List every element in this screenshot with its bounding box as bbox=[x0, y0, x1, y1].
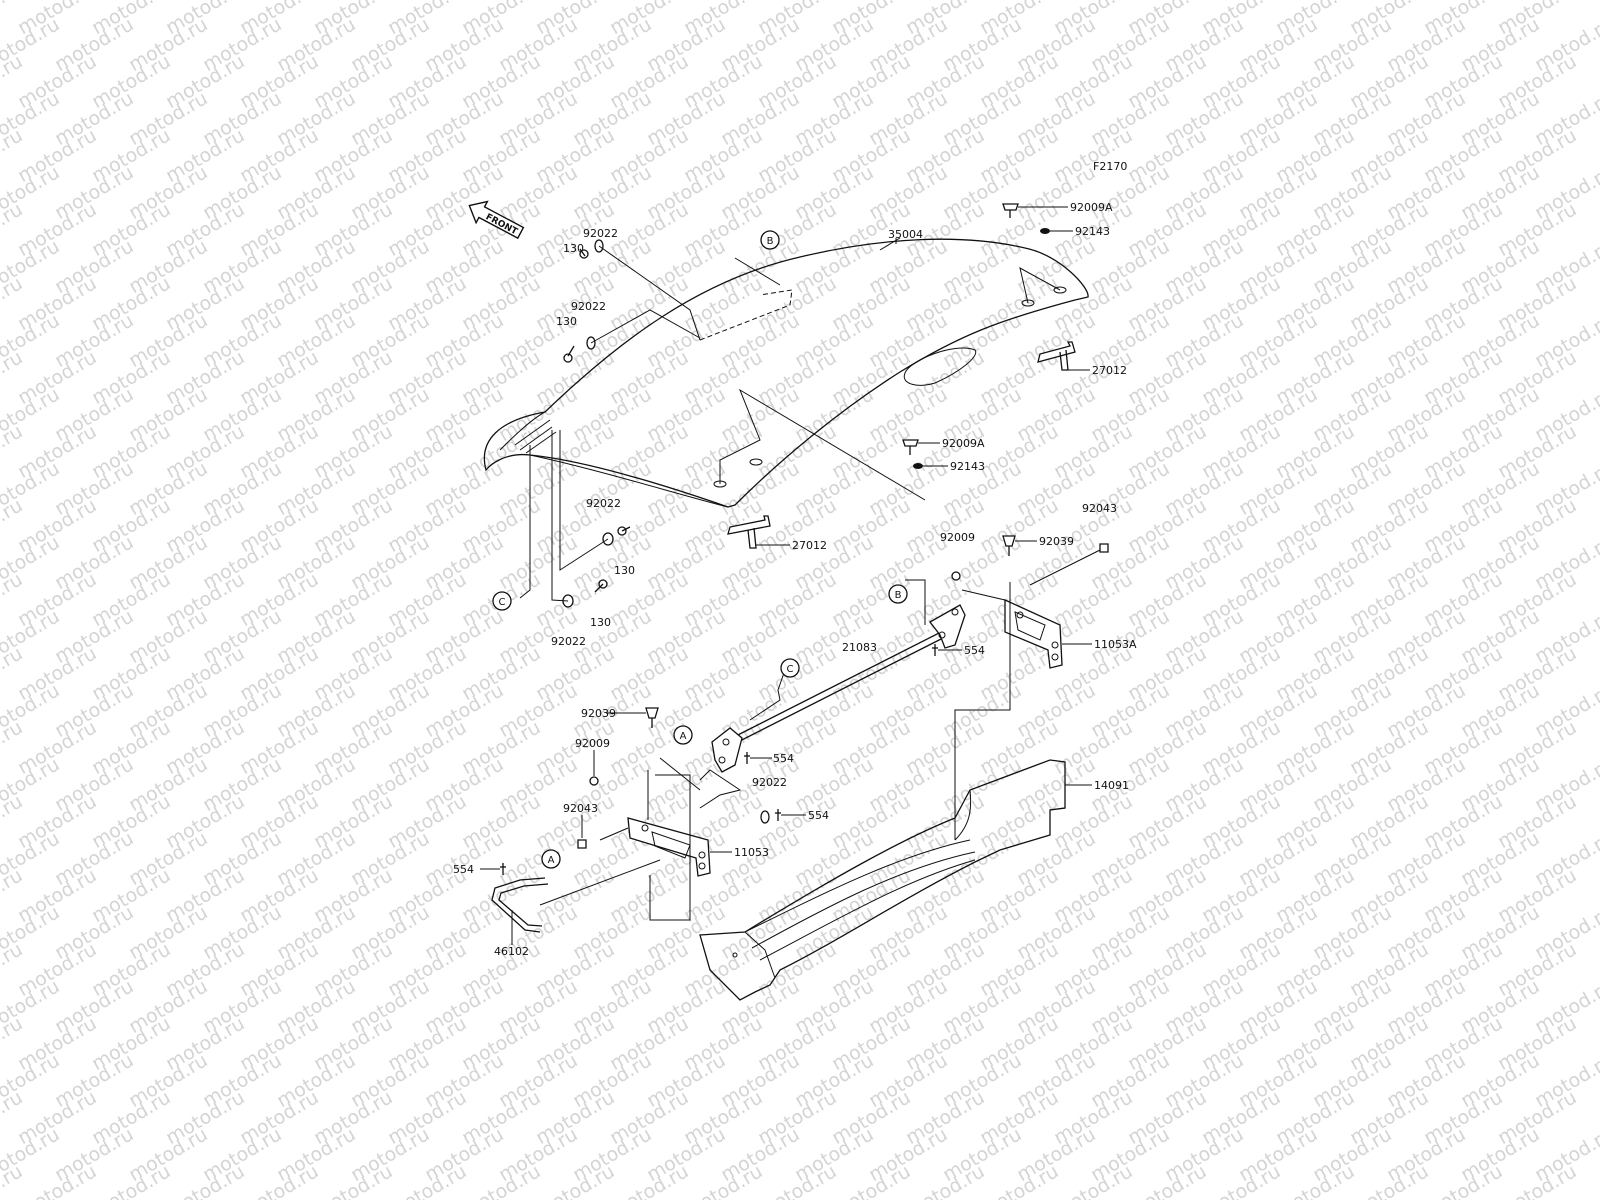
roof-panel bbox=[483, 238, 1089, 508]
cotter-pin-554-right bbox=[932, 644, 938, 656]
label-130-c: 130 bbox=[614, 564, 635, 577]
label-35004: 35004 bbox=[888, 228, 923, 241]
label-27012-left: 27012 bbox=[792, 539, 827, 552]
svg-text:B: B bbox=[767, 236, 774, 247]
label-554-lower: 554 bbox=[808, 809, 829, 822]
bolt-92009-right bbox=[951, 571, 961, 581]
label-92039-right: 92039 bbox=[1039, 535, 1074, 548]
cover-14091 bbox=[699, 759, 1066, 1001]
label-554-right: 554 bbox=[964, 644, 985, 657]
label-92009-left: 92009 bbox=[575, 737, 610, 750]
label-46102: 46102 bbox=[494, 945, 529, 958]
label-92009a-upper: 92009A bbox=[1070, 201, 1113, 214]
figure-code: F2170 bbox=[1093, 160, 1127, 173]
label-11053: 11053 bbox=[734, 846, 769, 859]
washer-92022-e bbox=[760, 810, 770, 824]
label-92143-lower: 92143 bbox=[950, 460, 985, 473]
washer-92143-upper bbox=[1040, 228, 1050, 234]
label-92022-d: 92022 bbox=[551, 635, 586, 648]
svg-text:A: A bbox=[680, 731, 687, 742]
svg-text:C: C bbox=[499, 597, 506, 608]
bracket-27012-left bbox=[727, 515, 771, 549]
label-130-b: 130 bbox=[556, 315, 577, 328]
front-arrow-icon: FRONT bbox=[468, 200, 525, 240]
label-130-d: 130 bbox=[590, 616, 611, 629]
bracket-11053A bbox=[1004, 598, 1063, 669]
label-92039-left: 92039 bbox=[581, 707, 616, 720]
svg-text:B: B bbox=[895, 590, 902, 601]
ref-circle-b-top: B bbox=[760, 230, 780, 250]
svg-text:A: A bbox=[548, 855, 555, 866]
label-27012-right: 27012 bbox=[1092, 364, 1127, 377]
ref-circle-a-mid: A bbox=[673, 725, 693, 745]
bolt-130-b bbox=[563, 345, 575, 363]
screw-92009a-upper bbox=[1002, 203, 1019, 218]
cotter-pin-554-left bbox=[500, 863, 506, 875]
label-92022-e: 92022 bbox=[752, 776, 787, 789]
label-92022-c: 92022 bbox=[586, 497, 621, 510]
handle-46102 bbox=[491, 877, 549, 945]
svg-text:C: C bbox=[787, 664, 794, 675]
bolt-92043-right bbox=[1099, 543, 1109, 553]
label-92043-right: 92043 bbox=[1082, 502, 1117, 515]
screw-92009a-lower bbox=[902, 439, 919, 455]
cotter-pin-554-lower bbox=[775, 809, 781, 821]
bolt-130-c bbox=[617, 526, 631, 536]
ref-circle-c-left: C bbox=[492, 591, 512, 611]
part-labels: F2170 35004 92009A 92143 27012 92009A 92… bbox=[453, 160, 1137, 958]
label-92043-left: 92043 bbox=[563, 802, 598, 815]
label-92009a-lower: 92009A bbox=[942, 437, 985, 450]
washer-92143-lower bbox=[913, 463, 923, 469]
label-21083: 21083 bbox=[842, 641, 877, 654]
ref-circle-a-lower: A bbox=[541, 849, 561, 869]
clip-92039-right bbox=[1002, 535, 1016, 556]
bracket-11053 bbox=[627, 817, 711, 877]
bolt-92043-left bbox=[577, 839, 587, 849]
label-14091: 14091 bbox=[1094, 779, 1129, 792]
label-554-mid: 554 bbox=[773, 752, 794, 765]
bracket-27012-right bbox=[1037, 341, 1076, 371]
label-130-a: 130 bbox=[563, 242, 584, 255]
label-554-left: 554 bbox=[453, 863, 474, 876]
tube-21083 bbox=[711, 604, 966, 773]
bolt-92009-left bbox=[589, 776, 599, 786]
label-92009-right: 92009 bbox=[940, 531, 975, 544]
label-92143-upper: 92143 bbox=[1075, 225, 1110, 238]
ref-circle-b-mid: B bbox=[888, 584, 908, 604]
label-11053a: 11053A bbox=[1094, 638, 1137, 651]
label-92022-b: 92022 bbox=[571, 300, 606, 313]
label-92022-a: 92022 bbox=[583, 227, 618, 240]
bolt-130-a bbox=[579, 248, 589, 259]
ref-circle-c-mid: C bbox=[780, 658, 800, 678]
clip-92039-left bbox=[645, 707, 659, 728]
cotter-pin-554-mid bbox=[744, 752, 750, 764]
bolt-130-d bbox=[594, 579, 608, 593]
